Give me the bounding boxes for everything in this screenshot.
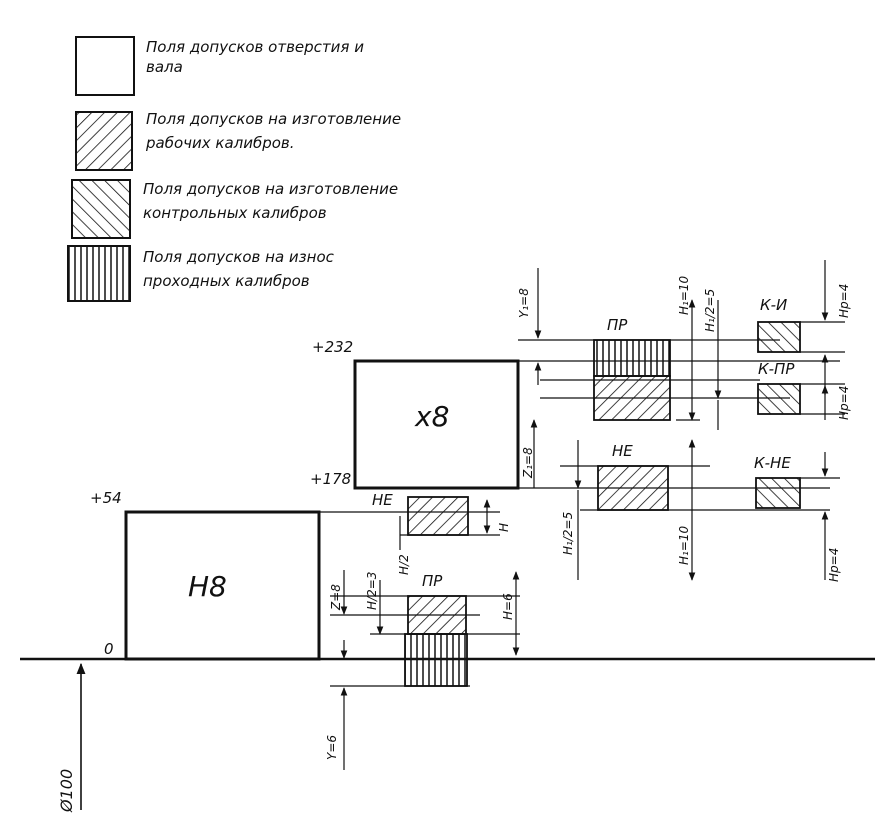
nominal-size-label: Ø100 [57,769,76,813]
hole-pr-dim-h2-3: H/2=3 [365,572,379,610]
shaft-k-ne-gauge-field [755,477,801,509]
shaft-k-i-label: К-И [760,296,787,314]
hole-ne-dim-h: H [497,523,511,532]
legend: Поля допусков отверстия и вала Поля допу… [67,36,401,302]
legend-item-3-line1: Поля допусков на изготовление [143,180,398,198]
legend-swatch-hatch-fwd [75,111,133,171]
shaft-k-i-dim-hp: Hp=4 [837,284,851,318]
shaft-k-ne-label: К-НЕ [754,454,791,472]
shaft-ne-dim-h1-2-5: H₁/2=5 [561,512,575,555]
shaft-pr-wear-field [593,339,671,377]
hole-ne-label: НЕ [372,491,393,509]
hole-pr-label: ПР [422,572,443,590]
shaft-ne-dim-h1-10: H₁=10 [677,525,691,565]
hole-pr-wear-field [404,633,468,687]
shaft-upper-deviation: +232 [312,338,353,356]
shaft-pr-dim-h1-2-5: H₁/2=5 [703,289,717,332]
hole-field-label: H8 [188,570,227,603]
shaft-k-i-gauge-field [757,321,801,353]
hole-pr-dim-y6: Y=6 [325,735,339,760]
legend-item-1-line2: вала [146,58,183,76]
legend-item-3-line2: контрольных калибров [143,204,327,222]
shaft-lower-deviation: +178 [310,470,351,488]
hole-gauges: НЕ H H/2 ПР H/2=3 Z=8 H=6 Y=6 [319,491,520,770]
shaft-field-box [353,359,520,490]
shaft-tolerance-field: x8 +232 +178 [310,338,520,490]
hole-pr-dim-z8: Z=8 [329,584,343,611]
hole-lower-deviation: 0 [104,640,114,658]
hole-tolerance-field: H8 +54 0 [90,489,321,661]
hole-pr-dim-h6: H=6 [501,593,515,620]
shaft-ne-gauge-field [597,465,669,511]
hole-ne-gauge-field [407,496,469,536]
legend-swatch-vertical [67,245,131,302]
shaft-k-pr-label: К-ПР [758,360,795,378]
hole-field-box [124,510,321,661]
hole-upper-deviation: +54 [90,489,122,507]
shaft-ne-label: НЕ [612,442,633,460]
shaft-k-pr-gauge-field [757,383,801,415]
legend-item-1-line1: Поля допусков отверстия и [146,38,364,56]
shaft-k-ne-dim-hp: Hp=4 [827,548,841,582]
shaft-pr-dim-y1: Y₁=8 [517,288,531,318]
legend-swatch-hatch-back [71,179,131,239]
shaft-dim-z1: Z₁=8 [521,447,535,479]
legend-swatch-blank [75,36,135,96]
shaft-field-label: x8 [414,400,449,433]
shaft-pr-gauge-field [593,375,671,421]
legend-item-2-line2: рабочих калибров. [145,134,295,152]
shaft-gauges: ПР Y₁=8 H₁=10 H₁/2=5 Z₁=8 НЕ H₁/2=5 H₁=1… [517,260,851,582]
legend-item-4-line2: проходных калибров [143,272,310,290]
shaft-k-pr-dim-hp: Hp=4 [837,386,851,420]
legend-item-4-line1: Поля допусков на износ [143,248,335,266]
legend-item-2-line1: Поля допусков на изготовление [146,110,401,128]
hole-ne-dim-h2: H/2 [397,554,411,575]
shaft-pr-label: ПР [607,316,628,334]
shaft-pr-dim-h1-10: H₁=10 [677,275,691,315]
